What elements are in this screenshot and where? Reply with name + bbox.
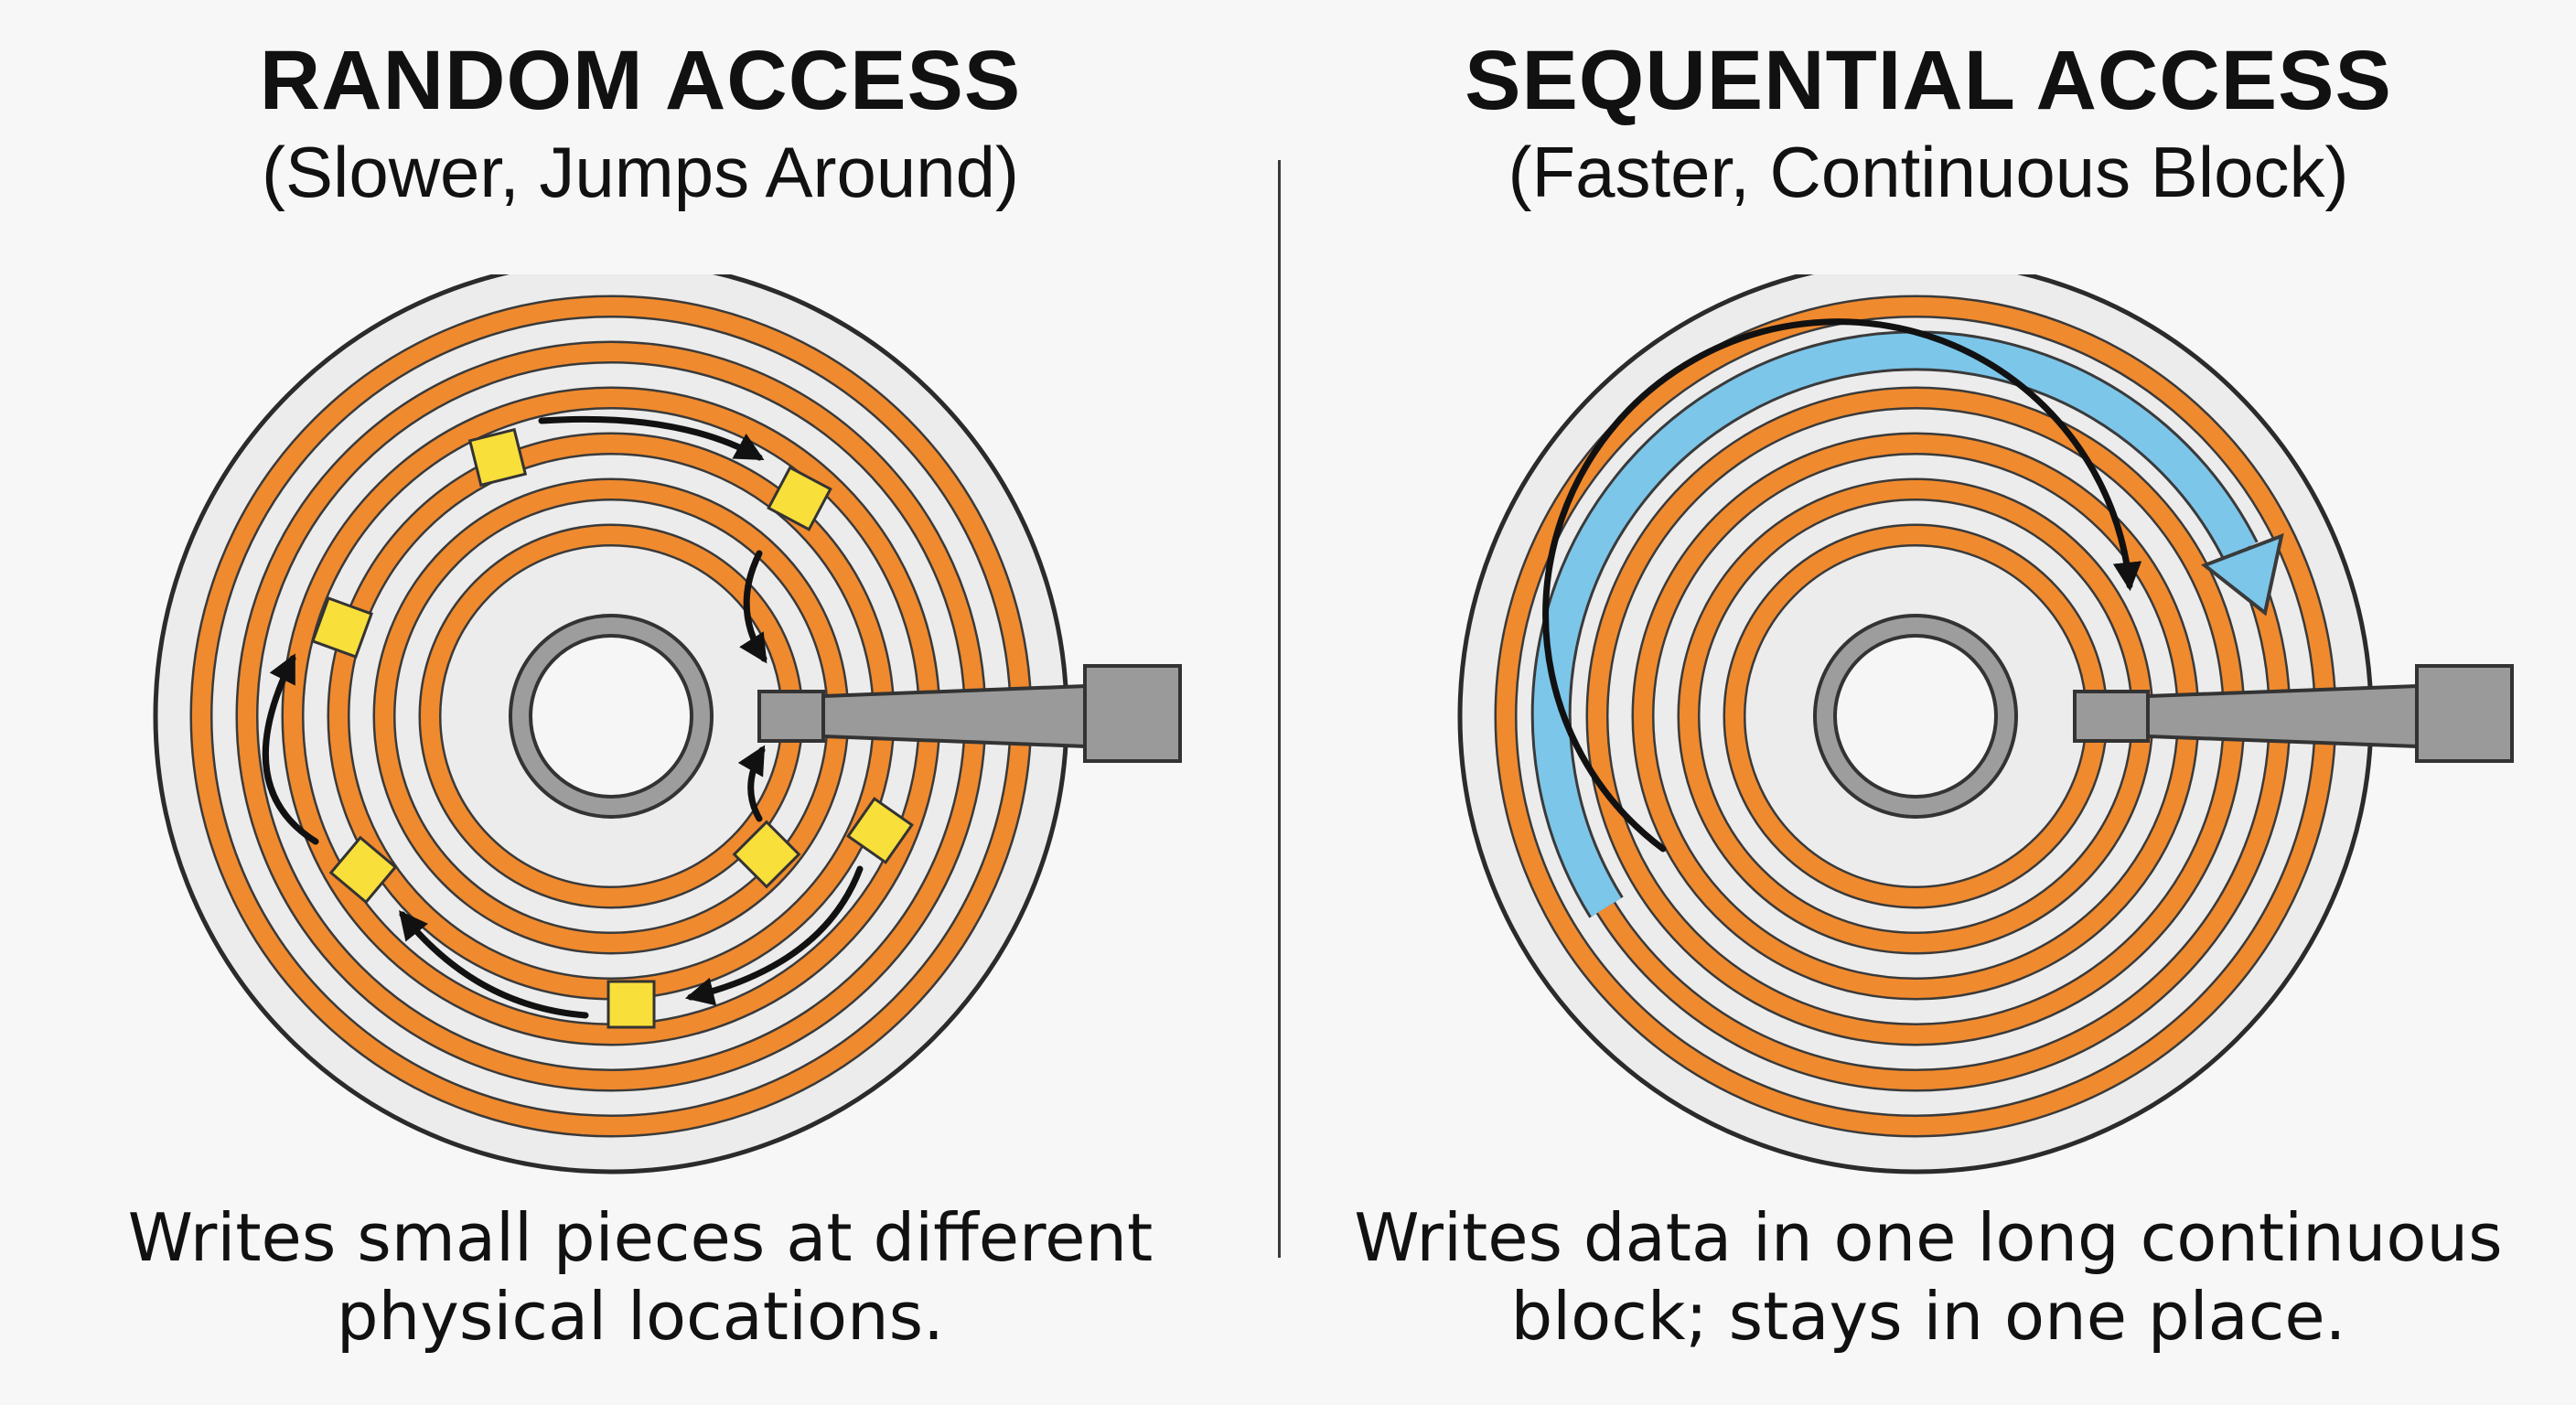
sequential-access-caption: Writes data in one long continuous block… (1288, 1198, 2569, 1357)
seek-arrow (739, 550, 767, 664)
read-write-head (757, 690, 825, 743)
read-write-head (2073, 690, 2150, 743)
sequential-access-subtitle: (Faster, Continuous Block) (1508, 132, 2349, 212)
sequential-access-disk (1457, 274, 2514, 1174)
seek-arrow (538, 415, 765, 461)
random-access-disk (153, 274, 1182, 1174)
caption-line: Writes small pieces at different (127, 1199, 1154, 1276)
seek-arrow (262, 653, 319, 845)
seek-arrows (262, 415, 864, 1019)
data-blocks (311, 427, 914, 1029)
caption-line: block; stays in one place. (1510, 1278, 2346, 1356)
data-block (606, 980, 656, 1029)
seek-arrow (737, 745, 766, 822)
arm-pivot (1083, 664, 1182, 763)
seek-arrow (684, 865, 864, 1006)
sequential-access-panel: SEQUENTIAL ACCESS (Faster, Continuous Bl… (1288, 0, 2569, 1405)
data-block (311, 596, 373, 659)
random-access-panel: RANDOM ACCESS (Slower, Jumps Around) (0, 0, 1281, 1405)
data-block (767, 466, 832, 531)
sequential-access-title: SEQUENTIAL ACCESS (1465, 34, 2392, 127)
data-block (846, 797, 914, 864)
seek-arrow (399, 910, 589, 1019)
data-block (328, 835, 398, 905)
panel-divider (1278, 160, 1281, 1258)
read-write-arm (2073, 664, 2514, 763)
spindle-hole (1833, 634, 1998, 799)
random-access-caption: Writes small pieces at different physica… (0, 1198, 1281, 1357)
spindle-hole (529, 634, 693, 799)
data-block (732, 820, 801, 889)
caption-line: Writes data in one long continuous (1354, 1199, 2503, 1276)
read-write-arm (757, 664, 1182, 763)
random-access-subtitle: (Slower, Jumps Around) (261, 132, 1020, 212)
random-access-title: RANDOM ACCESS (259, 34, 1022, 127)
write-direction-arrow (1542, 318, 2142, 853)
continuous-block-arrowhead (2200, 532, 2284, 617)
continuous-data-block (1533, 333, 2256, 917)
data-block (467, 427, 528, 488)
caption-line: physical locations. (336, 1278, 945, 1356)
arm-pivot (2415, 664, 2514, 763)
